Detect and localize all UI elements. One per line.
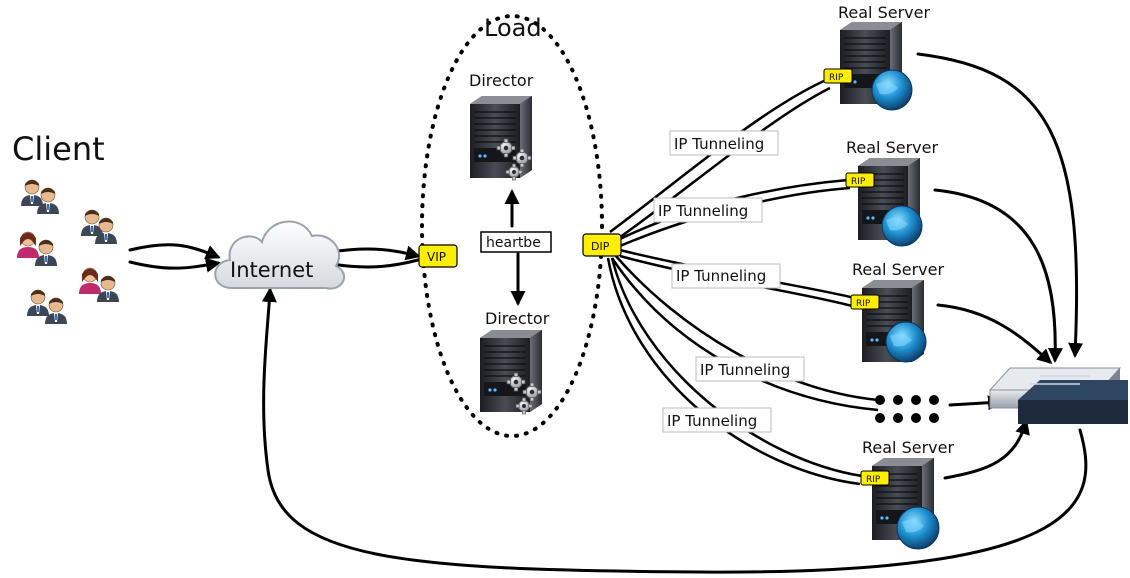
svg-text:RIP: RIP	[856, 299, 871, 309]
director-top-label: Director	[469, 71, 534, 90]
svg-text:RIP: RIP	[851, 177, 866, 187]
tunnel-label-4: IP Tunneling	[695, 356, 805, 382]
tunnel-label-3: IP Tunneling	[671, 263, 781, 289]
real-server-1-label: Real Server	[838, 3, 930, 22]
svg-text:IP Tunneling: IP Tunneling	[674, 135, 764, 153]
vip-badge: VIP	[418, 244, 458, 268]
load-balancer-boundary	[420, 14, 604, 438]
svg-text:IP Tunneling: IP Tunneling	[676, 267, 766, 285]
more-servers-dots	[875, 395, 939, 423]
cloud-icon	[214, 220, 346, 290]
dip-badge: DIP	[582, 233, 622, 257]
real-server-2-label: Real Server	[846, 138, 938, 157]
real-server-1-server-globe-icon	[839, 21, 913, 111]
svg-text:RIP: RIP	[829, 73, 844, 83]
rip-badge-2: RIP	[845, 172, 875, 188]
client-label: Client	[12, 130, 105, 168]
real-server-4-server-globe-icon	[871, 457, 940, 550]
director-bottom-label: Director	[485, 309, 550, 328]
real-server-3-label: Real Server	[852, 260, 944, 279]
tunnel-label-1: IP Tunneling	[669, 130, 779, 156]
director-top-server-gear-icon	[469, 95, 533, 181]
tunnel-label-5: IP Tunneling	[662, 407, 772, 433]
dip-label: DIP	[591, 240, 610, 253]
svg-text:RIP: RIP	[866, 475, 881, 485]
connection-lines	[128, 52, 1088, 574]
svg-text:IP Tunneling: IP Tunneling	[658, 202, 748, 220]
vip-label: VIP	[427, 250, 446, 264]
real-server-4-label: Real Server	[862, 438, 954, 457]
rip-badge-4: RIP	[860, 470, 890, 486]
network-switch-icon	[988, 367, 1128, 424]
client-group-icon	[16, 179, 120, 325]
tunnel-label-2: IP Tunneling	[653, 197, 763, 223]
rip-badge-3: RIP	[850, 294, 880, 310]
svg-text:IP Tunneling: IP Tunneling	[700, 361, 790, 379]
internet-label: Internet	[230, 258, 313, 282]
heartbeat-box	[480, 231, 552, 253]
load-label: Load	[484, 14, 542, 42]
director-bottom-server-gear-icon	[479, 329, 543, 415]
real-server-2-server-globe-icon	[857, 157, 923, 247]
rip-badge-1: RIP	[823, 68, 853, 84]
heartbeat-label: heartbe	[486, 235, 541, 251]
real-server-3-server-globe-icon	[861, 279, 927, 363]
svg-text:IP Tunneling: IP Tunneling	[667, 412, 757, 430]
